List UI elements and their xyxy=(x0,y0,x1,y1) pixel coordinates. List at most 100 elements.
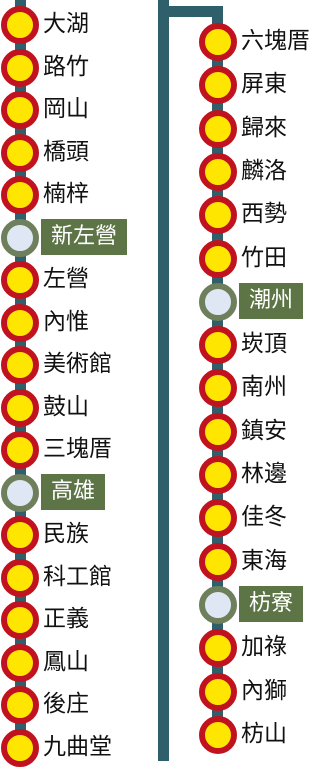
station-橋頭: 橋頭 xyxy=(1,133,89,172)
station-marker xyxy=(1,48,39,87)
station-label: 枋寮 xyxy=(239,585,304,622)
station-label: 新左營 xyxy=(41,218,128,255)
station-label: 六塊厝 xyxy=(241,28,310,54)
station-label: 南州 xyxy=(241,374,287,401)
station-歸來: 歸來 xyxy=(199,109,287,148)
station-label: 歸來 xyxy=(241,114,287,141)
station-marker xyxy=(199,629,237,668)
station-大湖: 大湖 xyxy=(1,6,89,44)
station-六塊厝: 六塊厝 xyxy=(199,23,310,61)
station-內惟: 內惟 xyxy=(1,303,89,342)
station-label: 路竹 xyxy=(43,53,89,80)
station-label: 枋山 xyxy=(241,720,287,747)
station-路竹: 路竹 xyxy=(1,48,89,87)
station-潮州: 潮州 xyxy=(199,282,304,321)
station-加祿: 加祿 xyxy=(199,629,287,668)
station-marker xyxy=(199,542,237,581)
station-label: 大湖 xyxy=(43,11,89,37)
station-岡山: 岡山 xyxy=(1,91,89,129)
station-marker xyxy=(199,412,237,451)
station-label: 楠梓 xyxy=(43,181,89,207)
station-label: 加祿 xyxy=(241,634,287,661)
station-label: 民族 xyxy=(43,521,89,547)
station-竹田: 竹田 xyxy=(199,239,287,278)
station-marker xyxy=(199,715,237,754)
station-marker xyxy=(1,558,39,597)
station-marker xyxy=(199,109,237,148)
station-後庄: 後庄 xyxy=(1,686,89,724)
major-station-marker xyxy=(199,585,237,624)
station-鳳山: 鳳山 xyxy=(1,643,89,682)
station-民族: 民族 xyxy=(1,516,89,554)
station-label: 東海 xyxy=(241,547,287,574)
station-label: 麟洛 xyxy=(241,157,287,184)
station-label: 科工館 xyxy=(43,563,112,590)
station-三塊厝: 三塊厝 xyxy=(1,431,112,469)
station-label: 正義 xyxy=(43,606,89,632)
station-marker xyxy=(199,369,237,408)
station-內獅: 內獅 xyxy=(199,672,287,711)
station-林邊: 林邊 xyxy=(199,456,287,494)
station-marker xyxy=(199,499,237,538)
station-marker xyxy=(199,326,237,365)
major-station-marker xyxy=(1,473,39,512)
station-label: 左營 xyxy=(43,266,89,292)
station-marker xyxy=(199,152,237,191)
station-label: 內獅 xyxy=(241,677,287,704)
station-label: 美術館 xyxy=(43,351,112,377)
station-鼓山: 鼓山 xyxy=(1,388,89,427)
station-marker xyxy=(1,176,39,214)
station-東海: 東海 xyxy=(199,542,287,581)
station-marker xyxy=(1,686,39,724)
station-marker xyxy=(1,303,39,342)
station-左營: 左營 xyxy=(1,261,89,299)
station-marker xyxy=(1,431,39,469)
station-marker xyxy=(1,261,39,299)
station-label: 竹田 xyxy=(241,244,287,271)
station-marker xyxy=(1,6,39,44)
station-marker xyxy=(1,346,39,384)
station-九曲堂: 九曲堂 xyxy=(1,728,112,767)
station-label: 岡山 xyxy=(43,96,89,122)
station-高雄: 高雄 xyxy=(1,473,106,512)
station-label: 後庄 xyxy=(43,691,89,717)
station-label: 高雄 xyxy=(41,473,106,510)
station-marker xyxy=(1,643,39,682)
station-枋山: 枋山 xyxy=(199,715,287,754)
station-marker xyxy=(199,196,237,235)
station-label: 三塊厝 xyxy=(43,436,112,462)
station-新左營: 新左營 xyxy=(1,218,128,257)
route-line-left-riser xyxy=(158,0,169,761)
station-楠梓: 楠梓 xyxy=(1,176,89,214)
station-marker xyxy=(199,239,237,278)
station-麟洛: 麟洛 xyxy=(199,152,287,191)
station-marker xyxy=(199,66,237,105)
station-label: 潮州 xyxy=(239,282,304,319)
station-marker xyxy=(1,133,39,172)
station-西勢: 西勢 xyxy=(199,196,287,235)
major-station-marker xyxy=(1,218,39,257)
station-美術館: 美術館 xyxy=(1,346,112,384)
station-label: 九曲堂 xyxy=(43,733,112,760)
station-marker xyxy=(199,456,237,494)
station-科工館: 科工館 xyxy=(1,558,112,597)
station-label: 橋頭 xyxy=(43,138,89,165)
station-南州: 南州 xyxy=(199,369,287,408)
station-label: 內惟 xyxy=(43,308,89,335)
station-marker xyxy=(1,516,39,554)
major-station-marker xyxy=(199,282,237,321)
station-label: 崁頂 xyxy=(241,331,287,358)
station-正義: 正義 xyxy=(1,601,89,639)
station-marker xyxy=(1,91,39,129)
station-屏東: 屏東 xyxy=(199,66,287,105)
station-枋寮: 枋寮 xyxy=(199,585,304,624)
station-marker xyxy=(1,601,39,639)
route-line-top-connector xyxy=(158,6,223,17)
station-marker xyxy=(1,728,39,767)
station-label: 西勢 xyxy=(241,201,287,228)
station-label: 鎮安 xyxy=(241,417,287,444)
station-label: 林邊 xyxy=(241,461,287,487)
station-佳冬: 佳冬 xyxy=(199,499,287,538)
station-label: 屏東 xyxy=(241,71,287,98)
